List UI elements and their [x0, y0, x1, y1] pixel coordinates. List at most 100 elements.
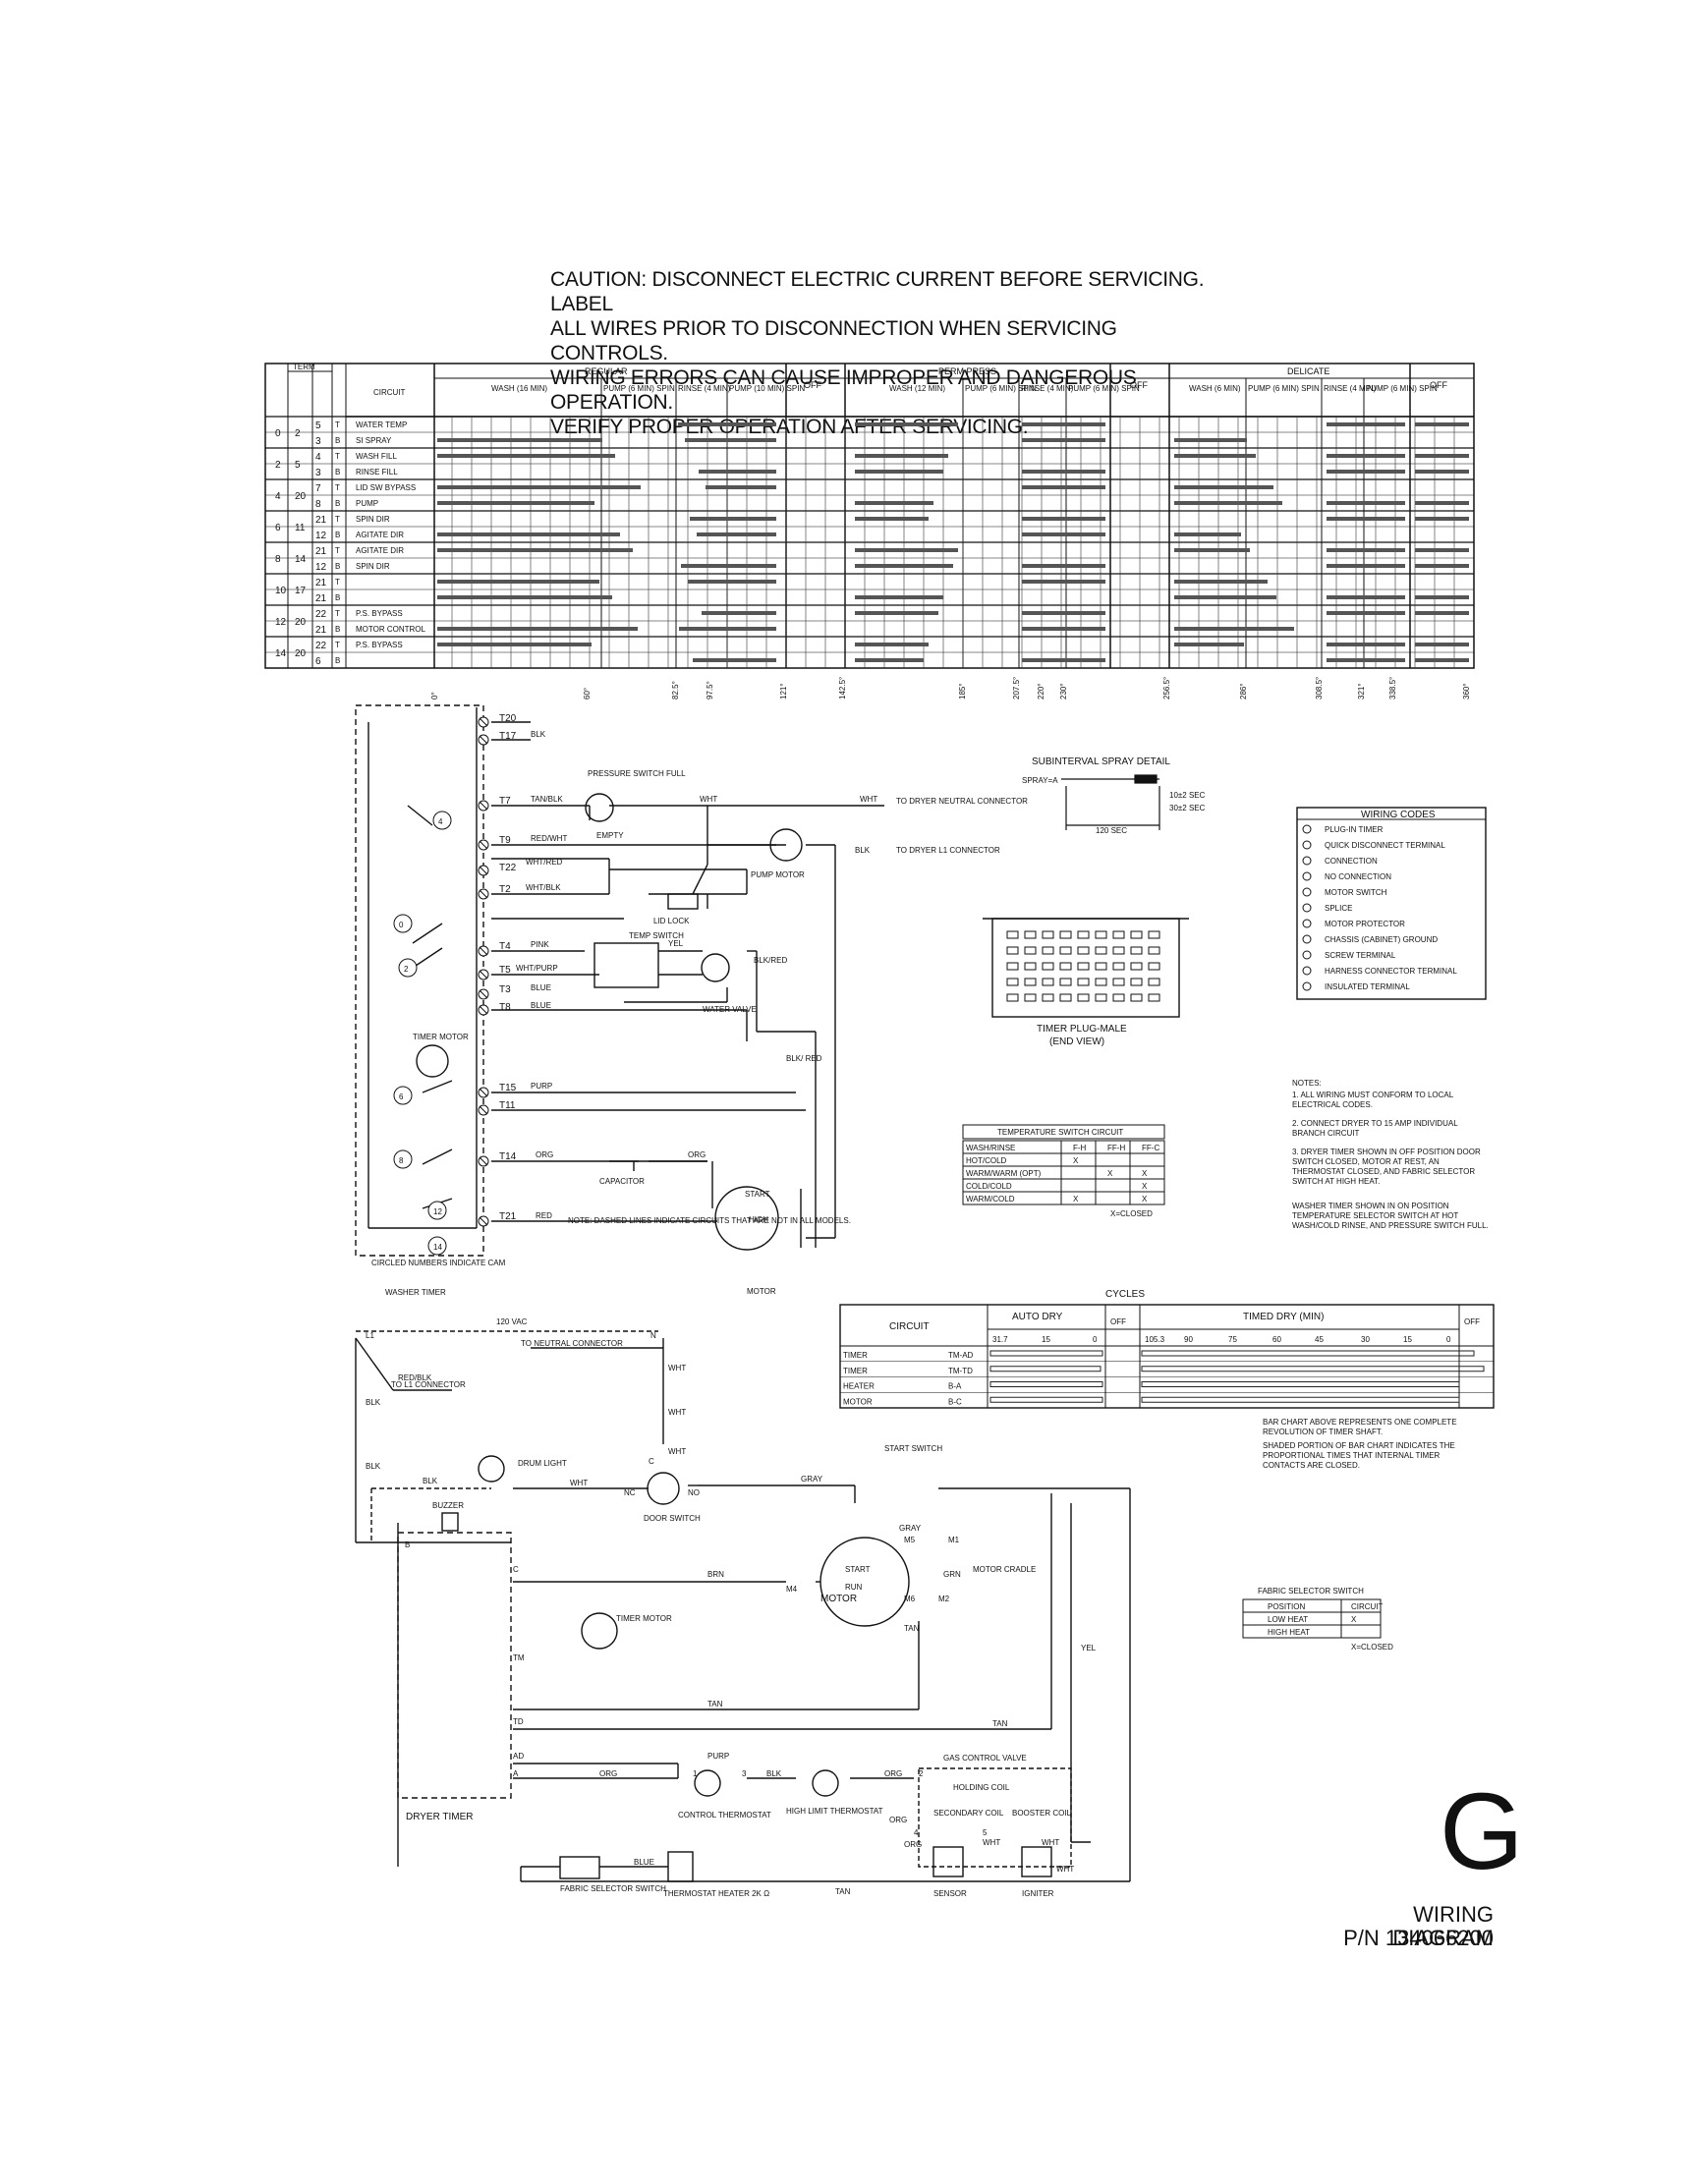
timer-plug-sub: (END VIEW): [1049, 1036, 1104, 1047]
chart-contact: T: [335, 641, 340, 649]
wiring-codes-box: [1296, 807, 1487, 1000]
washer-schematic: [355, 704, 884, 1257]
chart-contact-bar: [685, 438, 776, 442]
chart-circuit: P.S. BYPASS: [356, 609, 403, 618]
dryer-wire-label: WHT: [1056, 1865, 1074, 1874]
chart-contact: T: [335, 452, 340, 461]
chart-contact-bar: [1327, 643, 1405, 646]
cycles-bar: [1141, 1381, 1460, 1387]
cam-circle-icon: [393, 1086, 413, 1105]
chart-contact: T: [335, 609, 340, 618]
dryer-label-dryer-timer: DRYER TIMER: [406, 1812, 474, 1822]
plug-pin: [1130, 946, 1143, 955]
chart-contact: T: [335, 515, 340, 524]
dryer-wire-label: WHT: [570, 1479, 588, 1487]
wire-blkred-1: BLK/RED: [754, 956, 787, 965]
note-line: WASHER TIMER SHOWN IN ON POSITION: [1292, 1202, 1449, 1210]
cycles-off-1: OFF: [1110, 1317, 1126, 1326]
temp-table-title: TEMPERATURE SWITCH CIRCUIT: [997, 1128, 1123, 1137]
temp-table-text: FF-H: [1107, 1144, 1125, 1152]
plug-pin: [1148, 978, 1160, 986]
lid-lock-label: LID LOCK: [653, 917, 690, 925]
dryer-label-m2: M2: [938, 1595, 950, 1603]
wiring-code-item: PLUG-IN TIMER: [1325, 825, 1384, 834]
chart-contact-bar: [1022, 580, 1105, 584]
terminal-mark: [479, 840, 488, 850]
chart-contact-bar: [1022, 470, 1105, 474]
dryer-label-drum-light: DRUM LIGHT: [518, 1459, 567, 1468]
cycles-row-code: TM-AD: [948, 1351, 974, 1360]
cam-number: 12: [433, 1207, 442, 1216]
chart-contact-bar: [697, 532, 776, 536]
temp-table-text: F-H: [1073, 1144, 1087, 1152]
temp-table-cell: [1060, 1191, 1097, 1205]
cycles-note-line: REVOLUTION OF TIMER SHAFT.: [1263, 1428, 1383, 1436]
wiring-code-symbol-icon: [1302, 981, 1312, 991]
dryer-label-holding-coil: HOLDING COIL: [953, 1783, 1010, 1792]
temp-table-cell: [1060, 1152, 1097, 1167]
dryer-wire-label: WHT: [668, 1364, 686, 1372]
chart-term1: 11: [295, 523, 306, 533]
dryer-wire-label: WHT: [983, 1838, 1000, 1847]
cycles-timed-tick: 30: [1361, 1335, 1370, 1344]
cam-number: 0: [399, 921, 404, 929]
chart-contact-bar: [437, 627, 638, 631]
chart-contact: T: [335, 578, 340, 587]
dryer-label-run: RUN: [845, 1583, 863, 1592]
dryer-wire-label: TAN: [707, 1700, 723, 1708]
chart-cam: 10: [275, 586, 287, 596]
dryer-label-l1: L1: [366, 1331, 374, 1340]
chart-contact-bar: [855, 658, 924, 662]
chart-contact: T: [335, 546, 340, 555]
temp-table-text: WARM/WARM (OPT): [966, 1169, 1042, 1178]
washer-terminals: [478, 716, 489, 1227]
plug-pin: [1059, 946, 1072, 955]
cycles-bar: [989, 1381, 1103, 1387]
chart-contact-bar: [679, 627, 776, 631]
temp-switch-label: TEMP SWITCH: [629, 931, 684, 940]
lid-lock-icon: [667, 893, 699, 910]
cam-circle-icon: [398, 958, 418, 978]
plug-pin: [1112, 930, 1125, 939]
chart-degree-label: 360°: [1462, 683, 1471, 700]
chart-contact-bar: [1415, 643, 1469, 646]
terminal-mark: [479, 801, 488, 811]
chart-contact-bar: [1327, 422, 1405, 426]
chart-term1: 20: [295, 617, 307, 628]
chart-contact: B: [335, 531, 340, 539]
wire-org-2: ORG: [688, 1150, 706, 1159]
fabric-text: X: [1351, 1615, 1357, 1624]
plug-pin: [1112, 946, 1125, 955]
dryer-label-n2: 2: [919, 1769, 924, 1778]
plug-pin: [1077, 946, 1090, 955]
step-del-rinse: RINSE (4 MIN): [1324, 384, 1377, 393]
wire-whtred: WHT/RED: [526, 858, 563, 867]
plug-pin: [1042, 993, 1054, 1002]
wiring-code-item: MOTOR PROTECTOR: [1325, 920, 1405, 928]
cam-circle-icon: [393, 914, 413, 933]
chart-contact-bar: [855, 470, 943, 474]
chart-cam: 4: [275, 491, 281, 502]
dryer-label-m6: M6: [904, 1595, 916, 1603]
empty-label: EMPTY: [596, 831, 624, 840]
chart-degree-label: 142.5°: [838, 677, 847, 700]
plug-pin: [1042, 930, 1054, 939]
chart-contact-bar: [1415, 470, 1469, 474]
chart-cam: 2: [275, 460, 281, 471]
circuit-header: CIRCUIT: [373, 388, 406, 397]
dryer-wire-label: ORG: [889, 1816, 907, 1824]
wiring-code-symbol-icon: [1302, 903, 1312, 913]
temp-table-text: COLD/COLD: [966, 1182, 1012, 1191]
plug-pin: [1148, 946, 1160, 955]
plug-pin: [1059, 993, 1072, 1002]
term-t9: T9: [499, 835, 511, 846]
term-t20: T20: [499, 713, 517, 724]
chart-contact-bar: [1327, 548, 1405, 552]
note-line: SWITCH AT HIGH HEAT.: [1292, 1177, 1380, 1186]
fabric-text: CIRCUIT: [1351, 1602, 1384, 1611]
chart-contact-bar: [1022, 658, 1105, 662]
dashed-note: NOTE: DASHED LINES INDICATE CIRCUITS THA…: [568, 1216, 851, 1225]
cam-number: 6: [399, 1092, 404, 1101]
caution-text: CAUTION: DISCONNECT ELECTRIC CURRENT BEF…: [550, 268, 1205, 438]
